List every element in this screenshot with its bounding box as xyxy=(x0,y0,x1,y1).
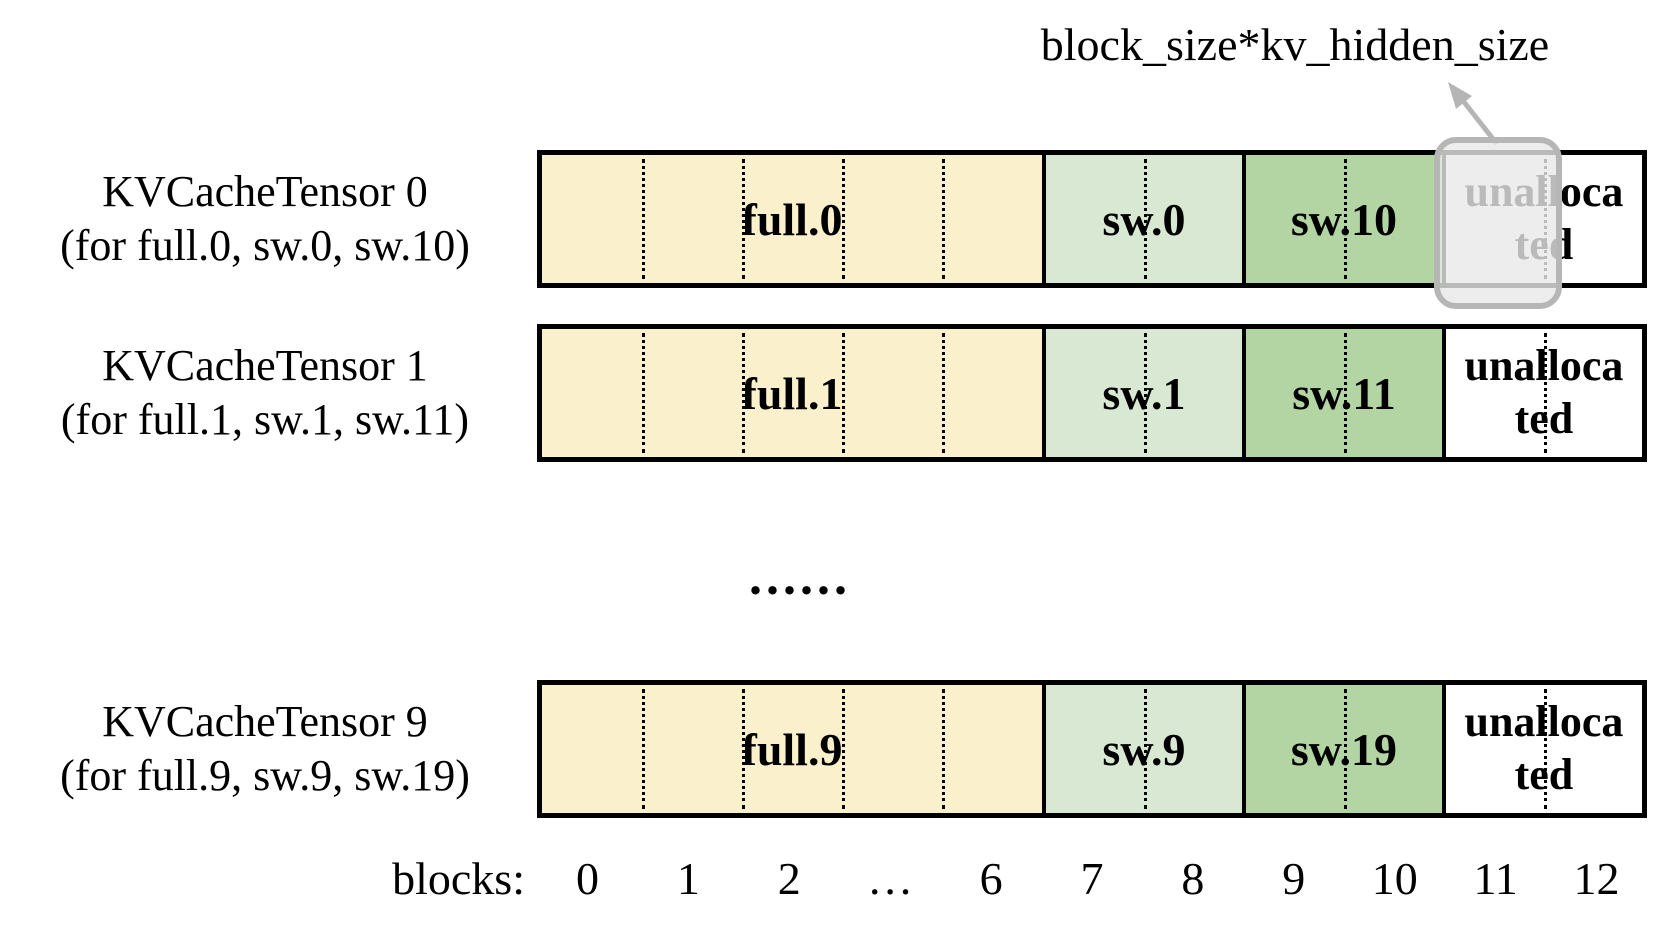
block-divider-dotted xyxy=(1143,689,1147,809)
block-tick: 8 xyxy=(1181,853,1205,904)
block-divider-dotted xyxy=(941,333,945,453)
block-divider-dotted xyxy=(941,159,945,279)
segment-label: sw.11 xyxy=(1292,367,1396,419)
block-divider-dotted xyxy=(741,159,745,279)
segment-sw-offset: sw.19 xyxy=(1241,685,1442,813)
segment-sw-offset: sw.10 xyxy=(1241,155,1442,283)
block-divider-dotted xyxy=(641,333,645,453)
block-divider-dotted xyxy=(1343,159,1347,279)
tensor-label: KVCacheTensor 0 (for full.0, sw.0, sw.10… xyxy=(28,150,502,288)
segment-sw-offset: sw.11 xyxy=(1241,329,1442,457)
annotation-label: block_size*kv_hidden_size xyxy=(1040,19,1550,70)
block-highlight xyxy=(1434,137,1562,309)
segment-label: full.9 xyxy=(741,723,843,775)
block-tick: 7 xyxy=(1080,853,1104,904)
segment-label: sw.10 xyxy=(1290,193,1397,245)
segment-label: sw.1 xyxy=(1102,367,1186,419)
segment-sw: sw.0 xyxy=(1041,155,1242,283)
tensor-label: KVCacheTensor 1 (for full.1, sw.1, sw.11… xyxy=(28,324,502,462)
block-tick: 6 xyxy=(979,853,1003,904)
block-tick: 11 xyxy=(1473,853,1518,904)
tensor-subtitle: (for full.1, sw.1, sw.11) xyxy=(60,395,470,444)
block-divider-dotted xyxy=(1143,159,1147,279)
tensor-subtitle: (for full.9, sw.9, sw.19) xyxy=(60,751,470,800)
block-divider-dotted xyxy=(841,689,845,809)
segment-label: sw.19 xyxy=(1290,723,1397,775)
segment-sw: sw.1 xyxy=(1041,329,1242,457)
block-tick: … xyxy=(867,853,914,904)
block-divider-dotted xyxy=(1543,689,1547,809)
segment-label: full.0 xyxy=(741,193,843,245)
segment-label: full.1 xyxy=(741,367,843,419)
kv-cache-bar: full.1 sw.1 sw.11 unalloca ted xyxy=(537,324,1647,462)
block-divider-dotted xyxy=(741,333,745,453)
tensor-label: KVCacheTensor 9 (for full.9, sw.9, sw.19… xyxy=(28,680,502,818)
segment-label: unalloca ted xyxy=(1464,697,1624,799)
rows-ellipsis: ...... xyxy=(749,549,851,606)
blocks-axis-label: blocks: xyxy=(392,853,525,904)
segment-full: full.9 xyxy=(542,685,1042,813)
blocks-axis: 0 1 2 … 6 7 8 9 10 11 12 xyxy=(537,852,1647,905)
block-tick: 2 xyxy=(777,853,801,904)
tensor-title: KVCacheTensor 1 xyxy=(102,341,428,391)
segment-label: sw.0 xyxy=(1102,193,1186,245)
segment-sw: sw.9 xyxy=(1041,685,1242,813)
tensor-title: KVCacheTensor 9 xyxy=(102,697,428,747)
block-tick: 9 xyxy=(1282,853,1306,904)
block-divider-dotted xyxy=(941,689,945,809)
block-divider-dotted xyxy=(841,333,845,453)
segment-full: full.1 xyxy=(542,329,1042,457)
segment-unallocated: unalloca ted xyxy=(1441,329,1642,457)
kv-cache-bar: full.9 sw.9 sw.19 unalloca ted xyxy=(537,680,1647,818)
block-tick: 12 xyxy=(1573,853,1620,904)
block-tick: 10 xyxy=(1371,853,1418,904)
tensor-subtitle: (for full.0, sw.0, sw.10) xyxy=(60,221,470,270)
segment-label: sw.9 xyxy=(1102,723,1186,775)
block-divider-dotted xyxy=(1543,333,1547,453)
block-divider-dotted xyxy=(641,159,645,279)
tensor-title: KVCacheTensor 0 xyxy=(102,167,428,217)
segment-unallocated: unalloca ted xyxy=(1441,685,1642,813)
segment-full: full.0 xyxy=(542,155,1042,283)
block-tick: 1 xyxy=(676,853,700,904)
block-divider-dotted xyxy=(1343,333,1347,453)
block-divider-dotted xyxy=(1343,689,1347,809)
block-divider-dotted xyxy=(841,159,845,279)
block-divider-dotted xyxy=(1143,333,1147,453)
block-divider-dotted xyxy=(641,689,645,809)
block-divider-dotted xyxy=(741,689,745,809)
block-tick: 0 xyxy=(575,853,599,904)
segment-label: unalloca ted xyxy=(1464,341,1624,443)
